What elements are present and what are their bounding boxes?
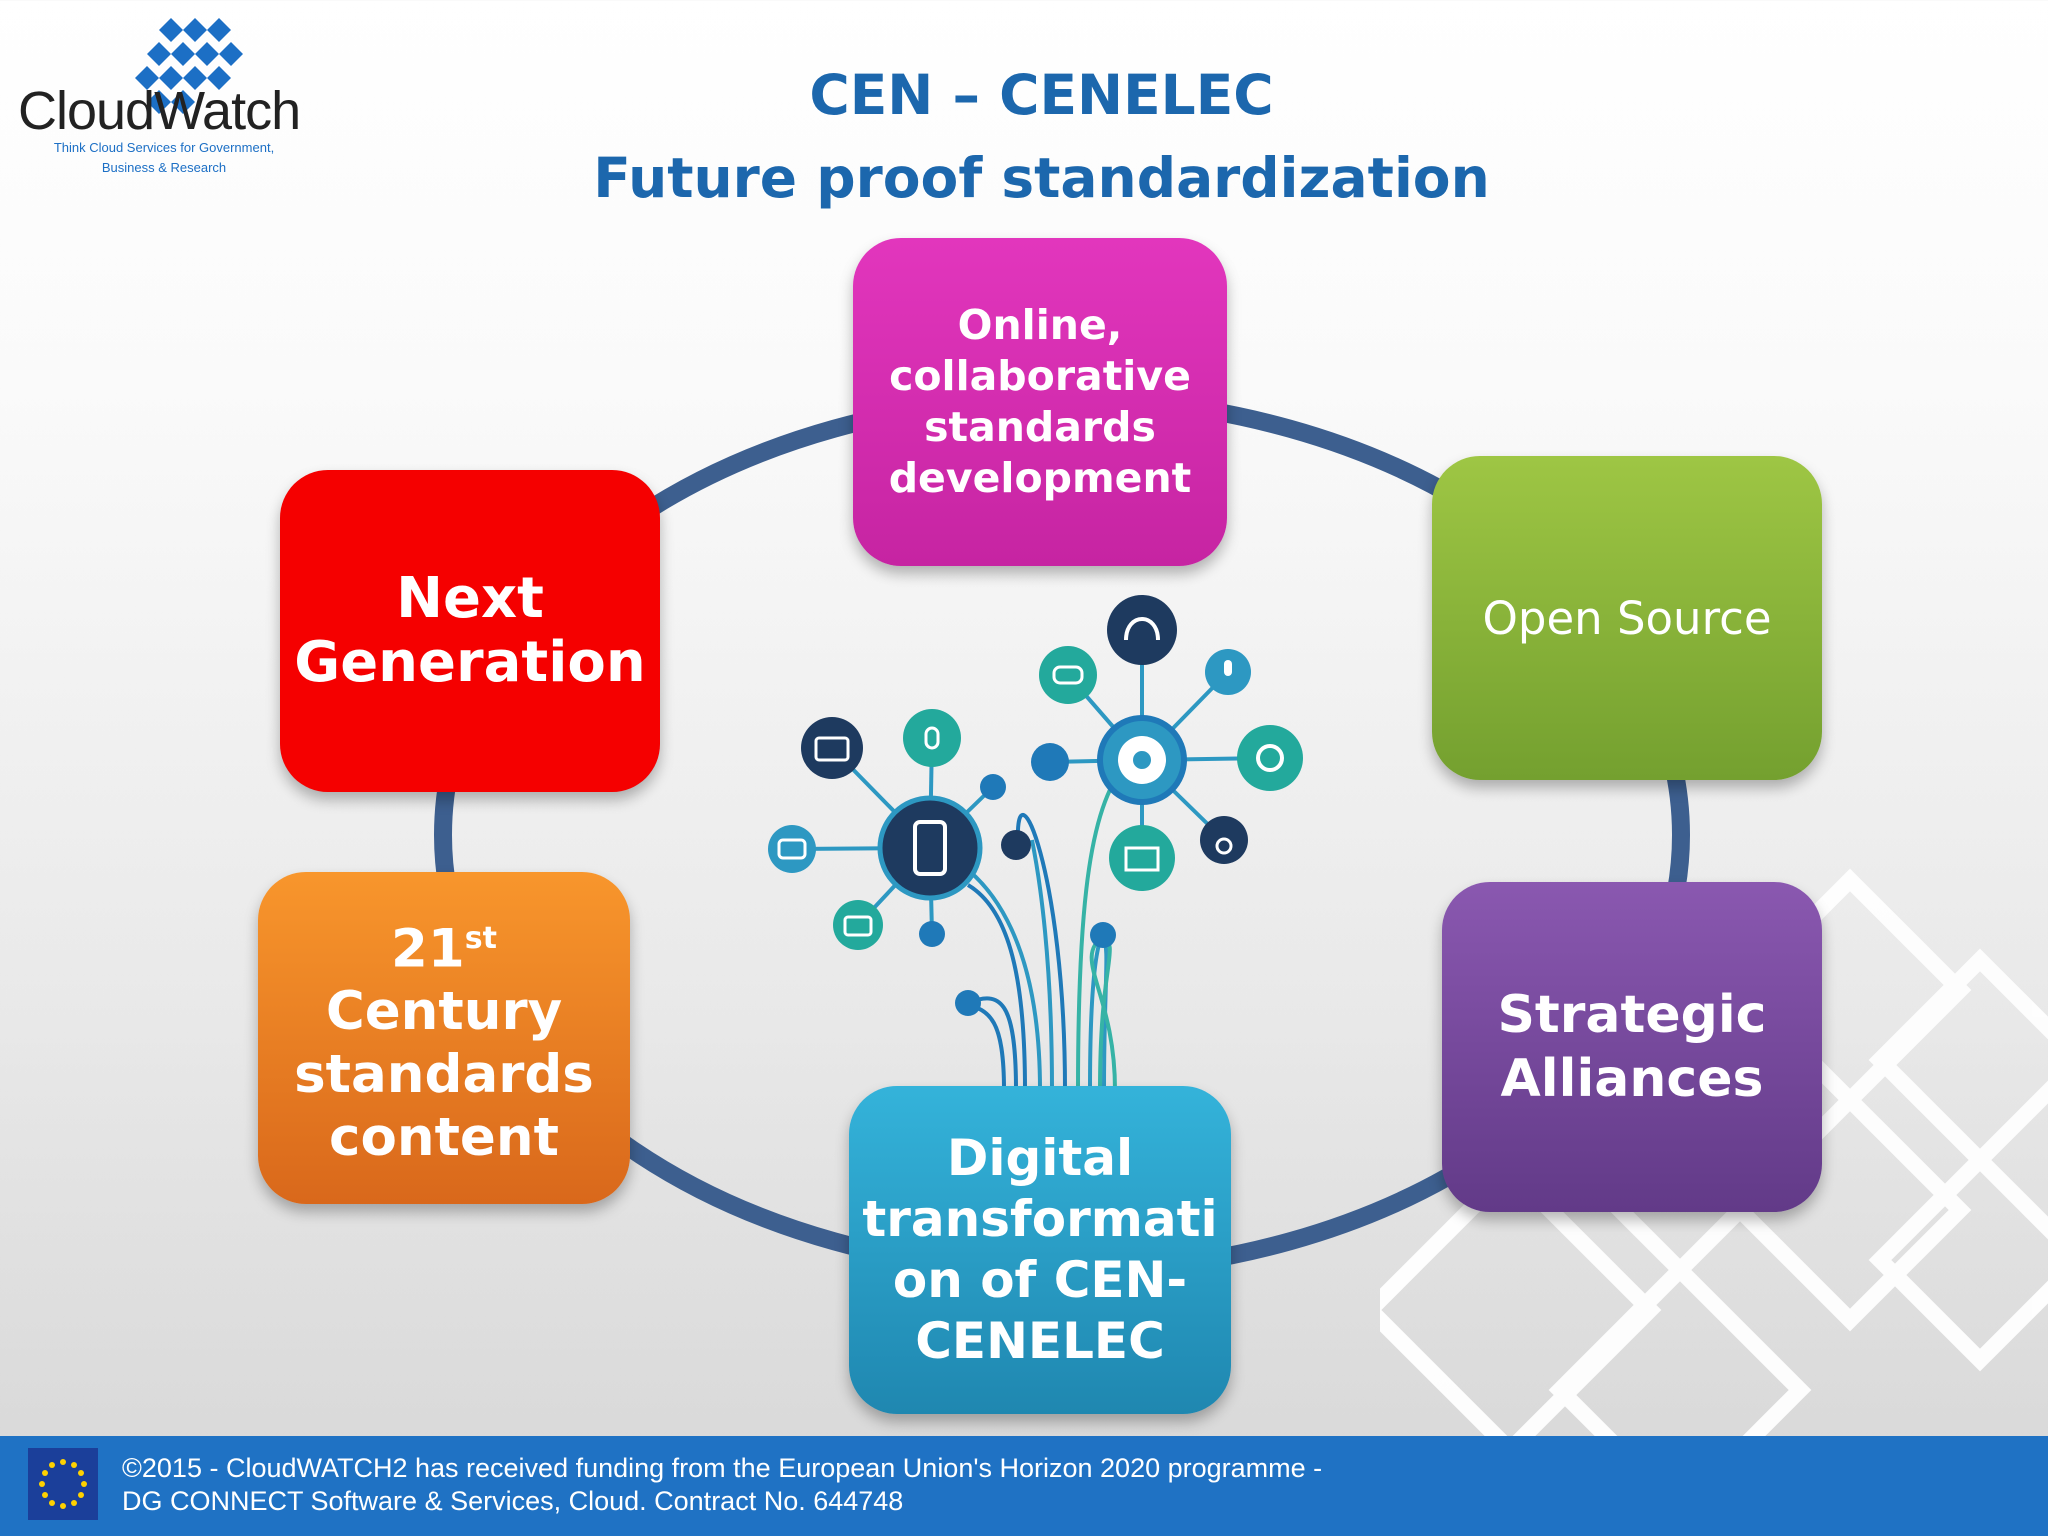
box-open-source-text: Open Source: [1482, 591, 1772, 645]
box-digital-text: Digital transformati on of CEN- CENELEC: [862, 1129, 1218, 1370]
footer-bar: ©2015 - CloudWATCH2 has received funding…: [0, 1436, 2048, 1536]
box-digital-transformation: Digital transformati on of CEN- CENELEC: [849, 1086, 1231, 1414]
box-next-gen-text: Next Generation: [294, 566, 646, 695]
logo-diamonds-icon: [135, 18, 243, 114]
century-number-line: 21st: [294, 907, 594, 981]
century-number: 21: [391, 918, 465, 980]
eu-flag-icon: [28, 1448, 98, 1520]
title-line-2: Future proof standardization: [593, 146, 1490, 210]
logo-wordmark: CloudWatch: [18, 81, 301, 141]
box-online-collaborative: Online, collaborative standards developm…: [853, 238, 1227, 566]
box-strategic-alliances: Strategic Alliances: [1442, 882, 1822, 1212]
cloudwatch-logo: CloudWatch Think Cloud Services for Gove…: [14, 10, 334, 180]
box-century-text: Century standards content: [294, 981, 594, 1169]
box-strategic-text: Strategic Alliances: [1497, 985, 1767, 1109]
box-open-source: Open Source: [1432, 456, 1822, 780]
footer-text: ©2015 - CloudWATCH2 has received funding…: [122, 1452, 1322, 1518]
logo-tagline-1: Think Cloud Services for Government,: [53, 140, 275, 155]
footer-line-2: DG CONNECT Software & Services, Cloud. C…: [122, 1486, 904, 1516]
box-next-generation: Next Generation: [280, 470, 660, 792]
box-21st-century: 21st Century standards content: [258, 872, 630, 1204]
footer-line-1: ©2015 - CloudWATCH2 has received funding…: [122, 1453, 1323, 1483]
logo-tagline-2: Business & Research: [101, 160, 227, 175]
century-suffix: st: [464, 920, 497, 956]
title-line-1: CEN – CENELEC: [809, 63, 1274, 127]
box-online-text: Online, collaborative standards developm…: [888, 301, 1192, 502]
